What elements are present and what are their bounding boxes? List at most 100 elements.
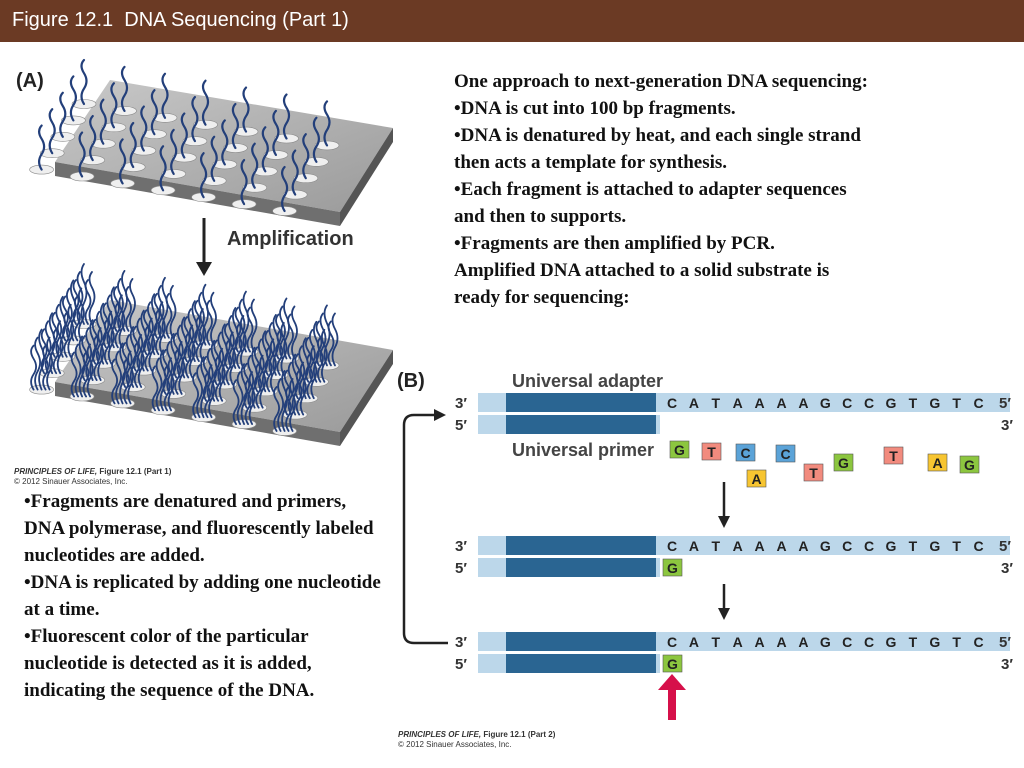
dna-strand (281, 165, 289, 213)
free-nucleotide (883, 446, 904, 465)
dna-strand (196, 364, 203, 419)
dna-strand (312, 116, 320, 163)
template-base: T (712, 634, 721, 650)
dna-strand (46, 336, 53, 391)
dna-strand (78, 335, 86, 398)
dna-strand (110, 82, 118, 129)
dna-strand (208, 364, 215, 419)
dna-strand (192, 372, 199, 419)
template-base: G (820, 634, 831, 650)
dna-strand (236, 371, 244, 425)
dna-strand (119, 342, 126, 405)
dna-strand (272, 109, 280, 156)
process-line: nucleotide is detected as it is added, (24, 653, 312, 674)
added-nucleotide-label: G (667, 656, 678, 672)
dna-strand (159, 301, 166, 356)
dna-strand (159, 145, 167, 192)
template-base: A (689, 395, 699, 411)
intro-line: ready for sequencing: (454, 287, 630, 308)
dna-strand (99, 302, 107, 365)
dna-strand (121, 270, 128, 332)
dna-strand (319, 312, 327, 367)
dna-strand (84, 279, 92, 325)
template-base: A (755, 634, 765, 650)
dna-strand (283, 297, 290, 360)
template-base: A (733, 634, 743, 650)
dna-strand (198, 291, 205, 346)
dna-strand (195, 316, 203, 362)
dna-strand (55, 303, 63, 358)
template-base: A (733, 538, 743, 554)
adapter-segment-top (506, 393, 656, 412)
template-base: A (689, 634, 699, 650)
dna-strand (251, 346, 259, 409)
strand-end-label: 3′ (455, 634, 467, 651)
dna-strand (78, 287, 85, 342)
template-base: A (798, 395, 808, 411)
dna-strand (133, 342, 141, 388)
credit-part2: PRINCIPLES OF LIFE, Figure 12.1 (Part 2)… (398, 730, 555, 750)
slide-title: Figure 12.1 DNA Sequencing (Part 1) (12, 9, 349, 31)
template-base: A (776, 634, 786, 650)
dna-strand (265, 346, 273, 393)
dna-strand (224, 323, 231, 369)
free-nucleotide (701, 442, 722, 461)
dna-strand (140, 105, 148, 152)
strand-end-label: 3′ (455, 538, 467, 555)
adapter-segment-top (506, 632, 656, 651)
free-nucleotide-label: T (809, 465, 818, 481)
dna-strand (206, 299, 213, 346)
dna-strand (246, 306, 254, 353)
intro-line: •Fragments are then amplified by PCR. (454, 233, 775, 254)
template-base: A (755, 538, 765, 554)
dna-strand (221, 323, 229, 386)
dna-strand (180, 316, 188, 379)
strand-end-label: 5′ (455, 417, 467, 434)
added-nucleotide-label: G (667, 560, 678, 576)
dna-strand (34, 336, 41, 391)
intro-line: One approach to next-generation DNA sequ… (454, 71, 868, 92)
dna-strand (150, 89, 158, 136)
free-nucleotide-label: G (674, 442, 685, 458)
strand-end-label: 5′ (999, 395, 1011, 412)
template-base: T (952, 395, 961, 411)
template-base: A (689, 538, 699, 554)
universal-adapter-label: Universal adapter (512, 371, 664, 391)
dna-strand (327, 320, 335, 367)
template-base: G (886, 395, 897, 411)
dna-strand (143, 309, 150, 356)
amplification-arrow (196, 218, 212, 276)
dna-strand (228, 315, 235, 369)
dna-strand (310, 345, 318, 400)
template-base: A (733, 395, 743, 411)
credit-part1-figure: Figure 12.1 (Part 1) (99, 467, 172, 476)
dna-strand (38, 124, 46, 171)
dna-strand (269, 338, 277, 393)
dna-strand (89, 115, 97, 162)
intro-line: and then to supports. (454, 206, 627, 227)
process-line: •Fluorescent color of the particular (24, 626, 309, 647)
dna-strand (161, 276, 169, 339)
dna-strand (225, 339, 233, 386)
dna-strand (51, 311, 59, 358)
dna-strand (204, 372, 211, 419)
panel-a-label: (A) (16, 70, 44, 92)
dna-strand (281, 370, 288, 432)
dna-strand (52, 328, 60, 375)
template-base: A (755, 395, 765, 411)
credit-part1-title: PRINCIPLES OF LIFE, (14, 467, 98, 476)
dna-strand (88, 271, 96, 325)
dna-strand (277, 378, 284, 432)
step-arrow-1 (718, 482, 730, 528)
dna-strand (294, 353, 302, 400)
dna-strand (106, 294, 114, 349)
dna-strand (240, 315, 247, 369)
dna-strand (63, 311, 71, 358)
dna-strand (125, 286, 132, 332)
dna-strand (148, 317, 156, 372)
dna-strand (315, 320, 323, 367)
template-base: C (667, 634, 677, 650)
dna-strand (273, 386, 280, 432)
step-arrow-2 (718, 584, 730, 620)
